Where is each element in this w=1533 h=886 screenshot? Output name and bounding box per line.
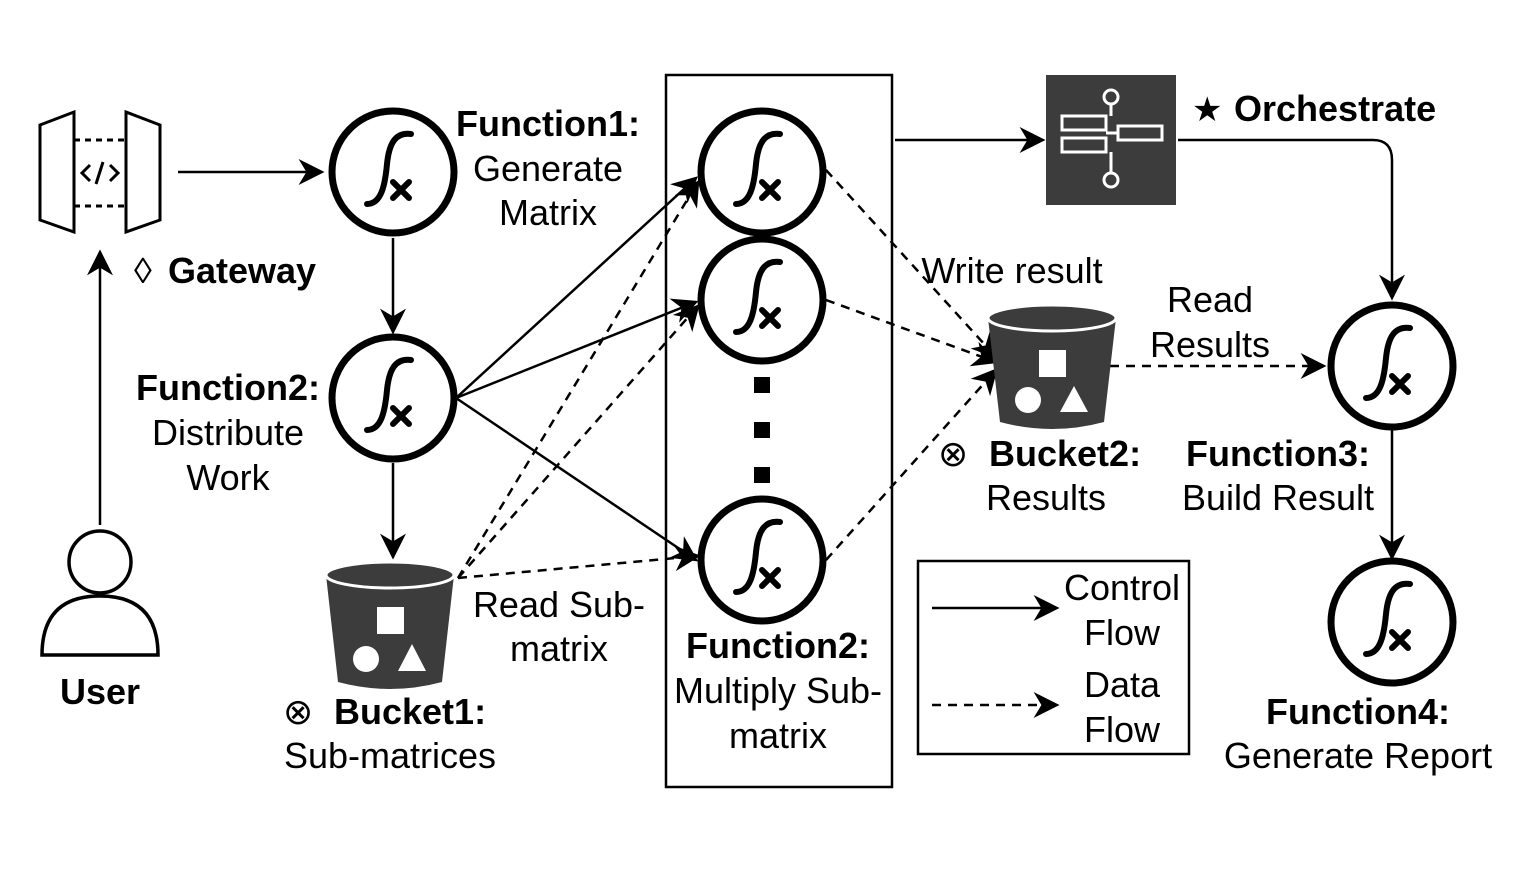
read-results-line2: Results — [1150, 324, 1270, 365]
edge-function2-to-multiply-a — [455, 176, 698, 399]
function1-title: Function1: — [456, 103, 640, 144]
lambda-function-icon — [697, 235, 827, 365]
edge-function2-to-multiply-b — [455, 298, 699, 400]
storage-bucket-icon — [324, 560, 456, 689]
read-submatrix-line1: Read Sub- — [473, 584, 645, 625]
data-edge-multiply-a-to-bucket2 — [825, 169, 998, 359]
function1-line2: Matrix — [499, 192, 597, 233]
user-icon — [40, 529, 160, 657]
data-edge-bucket1-to-multiply-a — [456, 179, 700, 579]
function4-title: Function4: — [1266, 691, 1450, 732]
gateway-label: Gateway — [168, 250, 316, 291]
read-results-line1: Read — [1167, 279, 1253, 320]
function3-desc: Build Result — [1182, 477, 1374, 518]
read-submatrix-line2: matrix — [510, 628, 608, 669]
bucket1-marker: ⊗ — [283, 691, 313, 732]
legend-data-line1: Data — [1084, 664, 1161, 705]
lambda-function-icon — [697, 495, 827, 625]
function1-line1: Generate — [473, 148, 623, 189]
legend-data-line2: Flow — [1084, 709, 1161, 750]
orchestrate-marker: ★ — [1192, 91, 1222, 129]
data-edge-bucket1-to-multiply-b — [457, 304, 700, 579]
function4-desc: Generate Report — [1224, 735, 1492, 776]
function2-multiply-node-a — [697, 107, 827, 237]
bucket1-node — [324, 560, 456, 689]
legend-control-line1: Control — [1064, 567, 1180, 608]
edge-function2-to-multiply-c — [455, 396, 699, 562]
function2-distribute-title: Function2: — [136, 367, 320, 408]
function2-distribute-node — [328, 333, 458, 463]
function2-distribute-line2: Work — [186, 457, 270, 498]
function4-node — [1327, 557, 1457, 687]
bucket1-title: Bucket1: — [334, 691, 486, 732]
legend: Control Flow Data Flow — [916, 559, 1191, 756]
legend-box — [916, 559, 1191, 756]
bucket2-desc: Results — [986, 477, 1106, 518]
edge-orchestrator-to-function3 — [1178, 138, 1405, 301]
step-functions-icon — [1046, 75, 1176, 205]
bucket2-title: Bucket2: — [989, 433, 1141, 474]
lambda-function-icon — [328, 333, 458, 463]
function2-multiply-line1: Multiply Sub- — [674, 670, 882, 711]
data-edge-multiply-b-to-bucket2 — [825, 298, 999, 367]
legend-control-line2: Flow — [1084, 612, 1161, 653]
lambda-function-icon — [697, 107, 827, 237]
bucket2-node — [986, 303, 1118, 429]
ellipsis-dots — [754, 377, 770, 483]
function2-distribute-line1: Distribute — [152, 412, 304, 453]
bucket2-marker: ⊗ — [938, 433, 968, 474]
orchestrate-label: Orchestrate — [1234, 88, 1436, 129]
data-edge-multiply-c-to-bucket2 — [825, 368, 998, 561]
lambda-function-icon — [1327, 557, 1457, 687]
function3-node — [1327, 301, 1457, 431]
function2-multiply-line2: matrix — [729, 715, 827, 756]
edges — [87, 127, 1405, 580]
function2-multiply-title: Function2: — [686, 625, 870, 666]
function1-node — [328, 107, 458, 237]
function3-title: Function3: — [1186, 433, 1370, 474]
lambda-function-icon — [328, 107, 458, 237]
gateway-marker: ◊ — [134, 250, 152, 291]
function2-multiply-node-c — [697, 495, 827, 625]
bucket1-desc: Sub-matrices — [284, 735, 496, 776]
api-gateway-icon — [38, 109, 162, 235]
storage-bucket-icon — [986, 303, 1118, 429]
data-edge-bucket1-to-multiply-c — [457, 545, 701, 580]
function2-multiply-node-b — [697, 235, 827, 365]
user-label: User — [60, 671, 140, 712]
lambda-function-icon — [1327, 301, 1457, 431]
write-result-label: Write result — [921, 250, 1102, 291]
multiply-group-box — [664, 73, 894, 789]
